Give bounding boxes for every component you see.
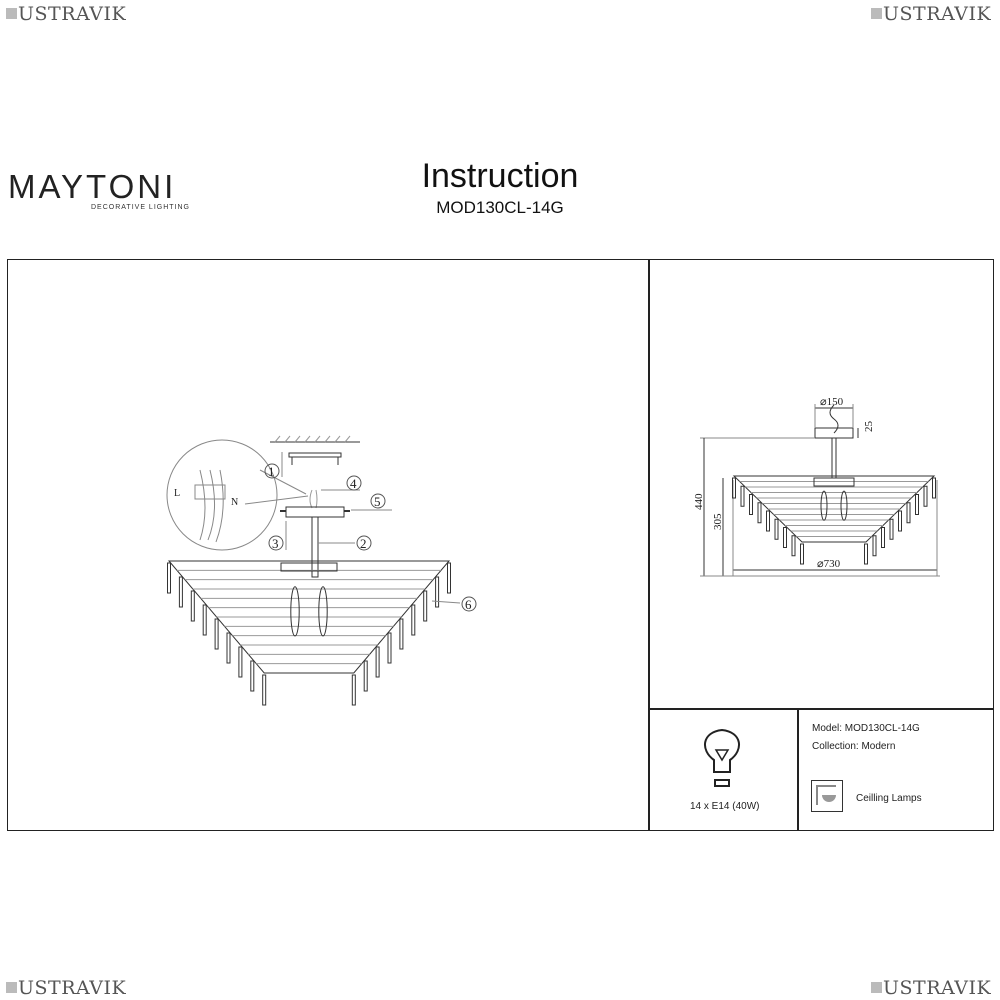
crystal-pendant [447,562,451,594]
crystal-pendant [889,518,894,540]
dimension-labels: ⌀150 25 440 305 ⌀730 [693,396,875,570]
wiring-detail [166,439,278,551]
crystal-pendant [214,618,219,650]
crystal-pendant [351,674,356,706]
crystal-pendant [766,510,770,532]
crystal-pendant [749,494,753,515]
crystal-pendant [757,502,762,524]
category-label: Ceilling Lamps [856,793,922,804]
crystal-pendant [190,590,195,622]
crystal-pendant [202,604,207,636]
crystal-pendant [387,632,392,664]
page-title: Instruction [421,157,579,195]
callouts: 1 2 3 4 5 6 L N [174,463,477,612]
dim-body-height: 305 [712,513,724,530]
canopy [285,506,345,518]
crystal-pendant [864,543,868,565]
crystal-pendant [898,510,902,532]
callout-5: 5 [374,494,381,509]
divider [797,708,799,830]
candle-bulb [840,490,848,521]
ceiling-lamp-icon [811,780,843,812]
watermark-bottom-right: USTRAVIK [871,977,991,999]
wire-label-neutral: N [231,497,238,508]
dim-canopy-height: 25 [863,421,875,433]
crystal-pendant [423,590,428,622]
crystal-pendant [923,485,928,507]
rod [311,516,319,578]
bulb-icon [704,728,740,787]
candle-bulb [318,586,328,637]
assembly-drawing [166,435,461,706]
divider [648,708,993,710]
crystal-pendant [732,477,736,499]
crystal-pendant [435,576,440,608]
mounting-bracket [288,452,342,458]
callout-3: 3 [272,536,279,551]
crystal-pendant [774,518,779,540]
crystal-pendant [399,618,404,650]
crystal-pendant [363,660,368,692]
model-spec: Model: MOD130CL-14G [812,723,920,734]
lamp-holder [280,562,338,572]
brand-logo: MAYTONI [8,168,177,205]
watermark-top-right: USTRAVIK [871,3,991,25]
crystal-pendant [740,485,745,507]
crystal-pendant [411,604,416,636]
canopy [814,427,854,439]
crystal-pendant [167,562,171,594]
candle-bulb [290,586,300,637]
crystal-pendant [881,527,885,548]
dimension-drawing [700,404,940,577]
crystal-pendant [932,477,936,499]
callout-2: 2 [360,536,367,551]
callout-1: 1 [268,464,275,479]
crystal-pendant [906,502,911,524]
dim-total-height: 440 [693,493,705,510]
dim-canopy-diameter: ⌀150 [820,396,844,408]
candle-bulb [820,490,828,521]
crystal-pendant [238,646,243,678]
crystal-pendant [226,632,231,664]
crystal-pendant [375,646,380,678]
crystal-pendant [783,527,787,548]
instruction-frame [7,259,994,831]
brand-tagline: DECORATIVE LIGHTING [91,204,190,211]
divider [648,259,650,831]
callout-6: 6 [465,597,472,612]
model-number: MOD130CL-14G [436,198,564,217]
crystal-pendant [262,674,267,706]
collection-spec: Collection: Modern [812,741,896,752]
dim-diameter: ⌀730 [817,558,841,570]
watermark-bottom-left: USTRAVIK [6,977,126,999]
crystal-pendant [791,535,796,557]
crystal-pendant [800,543,804,565]
crystal-pendant [178,576,183,608]
crystal-pendant [250,660,255,692]
wire-label-live: L [174,488,180,499]
crystal-pendant [915,494,919,515]
lamp-holder [813,477,855,487]
callout-4: 4 [350,476,357,491]
watermark-top-left: USTRAVIK [6,3,126,25]
crystal-pendant [872,535,877,557]
bulb-spec: 14 x E14 (40W) [690,801,760,812]
